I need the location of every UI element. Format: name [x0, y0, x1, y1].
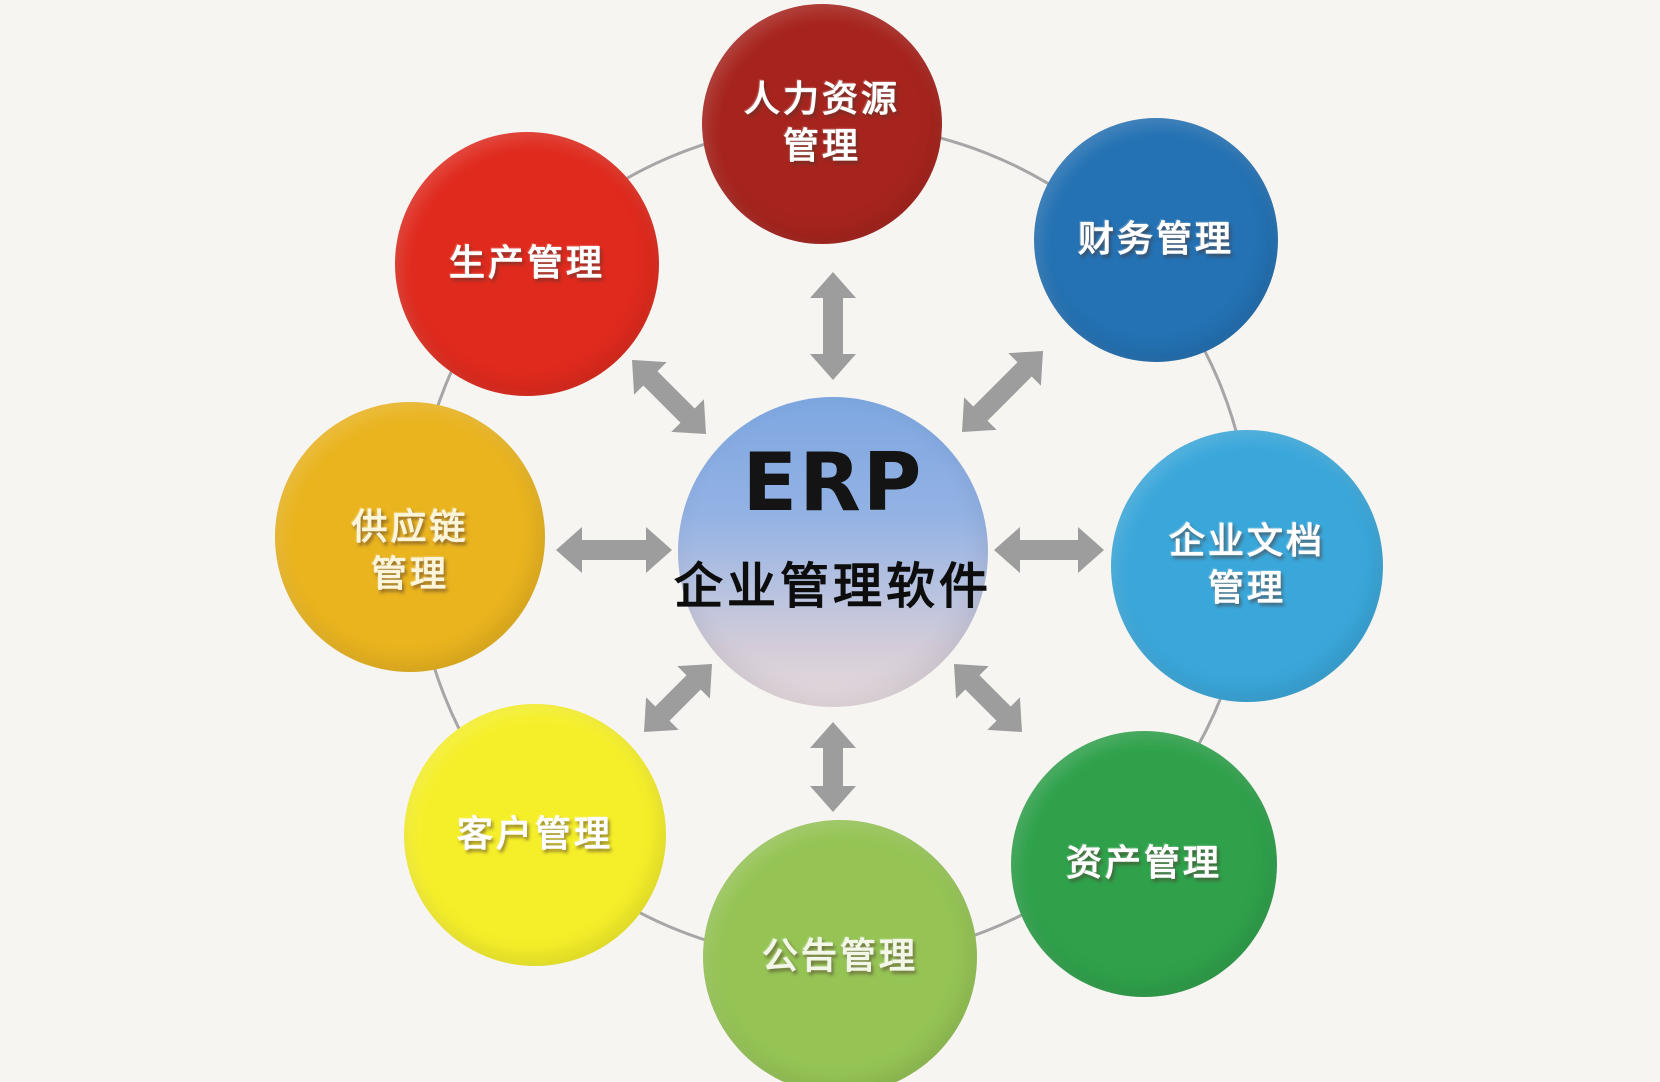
node-label-line: 管理	[1207, 568, 1286, 609]
node-hr-management: 人力资源 管理	[702, 4, 942, 244]
node-finance-management: 财务管理	[1034, 118, 1278, 362]
double-arrow-icon-top-left	[632, 360, 706, 434]
double-arrow-icon-right	[994, 527, 1104, 573]
node-label-line: 管理	[782, 126, 861, 167]
node-label-line: 企业文档	[1168, 521, 1325, 563]
node-label-line: 财务管理	[1077, 218, 1234, 260]
node-label-line: 公告管理	[761, 935, 918, 977]
double-arrow-icon-left	[556, 527, 672, 573]
node-label-line: 人力资源	[743, 79, 900, 121]
center-subtitle: 企业管理软件	[674, 558, 993, 615]
center-title: ERP	[742, 436, 924, 529]
double-arrow-icon-top	[810, 272, 856, 380]
node-supply-chain-management: 供应链 管理	[275, 402, 545, 672]
node-label-line: 资产管理	[1065, 842, 1222, 884]
node-document-management: 企业文档 管理	[1111, 430, 1383, 702]
node-label-line: 管理	[370, 554, 449, 595]
node-production-management: 生产管理	[395, 132, 659, 396]
double-arrow-icon-bottom	[810, 722, 856, 812]
center-node-erp: ERP 企业管理软件	[674, 397, 988, 707]
double-arrow-icon-bottom-right	[954, 664, 1022, 732]
node-asset-management: 资产管理	[1011, 731, 1277, 997]
double-arrow-icon-top-right	[962, 351, 1043, 432]
node-label-line: 生产管理	[448, 242, 605, 284]
node-label-line: 客户管理	[456, 813, 613, 855]
node-label-line: 供应链	[351, 507, 469, 549]
node-customer-management: 客户管理	[404, 704, 666, 966]
node-announcement-management: 公告管理	[703, 820, 977, 1082]
double-arrow-icon-bottom-left	[644, 664, 712, 732]
